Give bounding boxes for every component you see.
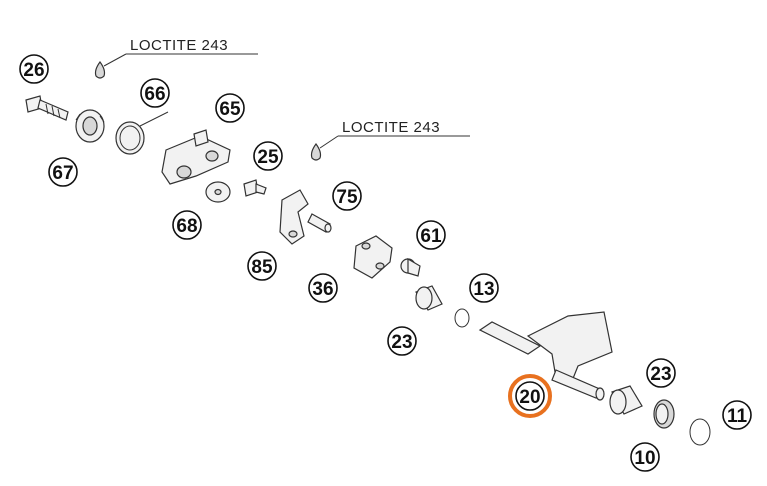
seal-part-10 [653, 399, 675, 429]
callout-10[interactable]: 10 [630, 442, 660, 472]
svg-text:25: 25 [257, 147, 279, 168]
loctite-droplet-2 [310, 142, 322, 161]
svg-text:23: 23 [650, 364, 671, 385]
screw-part-26 [25, 95, 69, 121]
callout-26[interactable]: 26 [19, 54, 49, 84]
callout-66[interactable]: 66 [140, 78, 170, 108]
loctite-note-2: LOCTITE 243 [319, 119, 470, 149]
spacer-part-67 [75, 109, 105, 143]
svg-text:75: 75 [336, 187, 358, 208]
callout-67[interactable]: 67 [48, 157, 78, 187]
svg-text:26: 26 [23, 60, 44, 81]
loctite-note-1-text: LOCTITE 243 [130, 37, 228, 54]
callout-23-upper[interactable]: 23 [387, 326, 417, 356]
bushing-part-61 [400, 257, 421, 277]
callout-25[interactable]: 25 [253, 141, 283, 171]
svg-text:20: 20 [519, 387, 540, 408]
washer-part-68 [205, 181, 231, 203]
callout-61[interactable]: 61 [416, 220, 446, 250]
svg-text:11: 11 [727, 406, 748, 427]
callout-68[interactable]: 68 [172, 210, 202, 240]
svg-text:68: 68 [176, 216, 197, 237]
callout-85[interactable]: 85 [247, 251, 277, 281]
svg-text:66: 66 [144, 84, 165, 105]
callout-23-lower[interactable]: 23 [646, 358, 676, 388]
loctite-droplet-1 [94, 60, 106, 79]
svg-text:36: 36 [312, 279, 333, 300]
svg-text:85: 85 [251, 257, 273, 278]
oring-part-13 [454, 308, 470, 328]
bushing-part-23-upper [415, 285, 443, 311]
screw-part-25 [243, 179, 267, 197]
svg-text:65: 65 [219, 99, 241, 120]
callout-75[interactable]: 75 [332, 181, 362, 211]
plate-part-36 [353, 235, 393, 279]
lever-part-85 [279, 189, 309, 245]
svg-text:13: 13 [473, 279, 494, 300]
plate-part-65 [161, 129, 231, 185]
callout-20-highlighted[interactable]: 20 [508, 374, 552, 418]
loctite-note-2-text: LOCTITE 243 [342, 119, 440, 136]
svg-text:10: 10 [634, 448, 655, 469]
callout-65[interactable]: 65 [215, 93, 245, 123]
svg-text:23: 23 [391, 332, 412, 353]
spring-part-66 [115, 111, 169, 155]
ring-part-11 [689, 418, 711, 446]
svg-text:67: 67 [52, 163, 73, 184]
loctite-note-1: LOCTITE 243 [103, 37, 258, 67]
shaft-part-20 [478, 311, 613, 401]
bushing-part-23-lower [609, 385, 643, 415]
callout-13[interactable]: 13 [469, 273, 499, 303]
callout-36[interactable]: 36 [308, 273, 338, 303]
callout-11[interactable]: 11 [722, 400, 752, 430]
svg-text:61: 61 [420, 226, 442, 247]
pin-part-75 [307, 213, 332, 233]
